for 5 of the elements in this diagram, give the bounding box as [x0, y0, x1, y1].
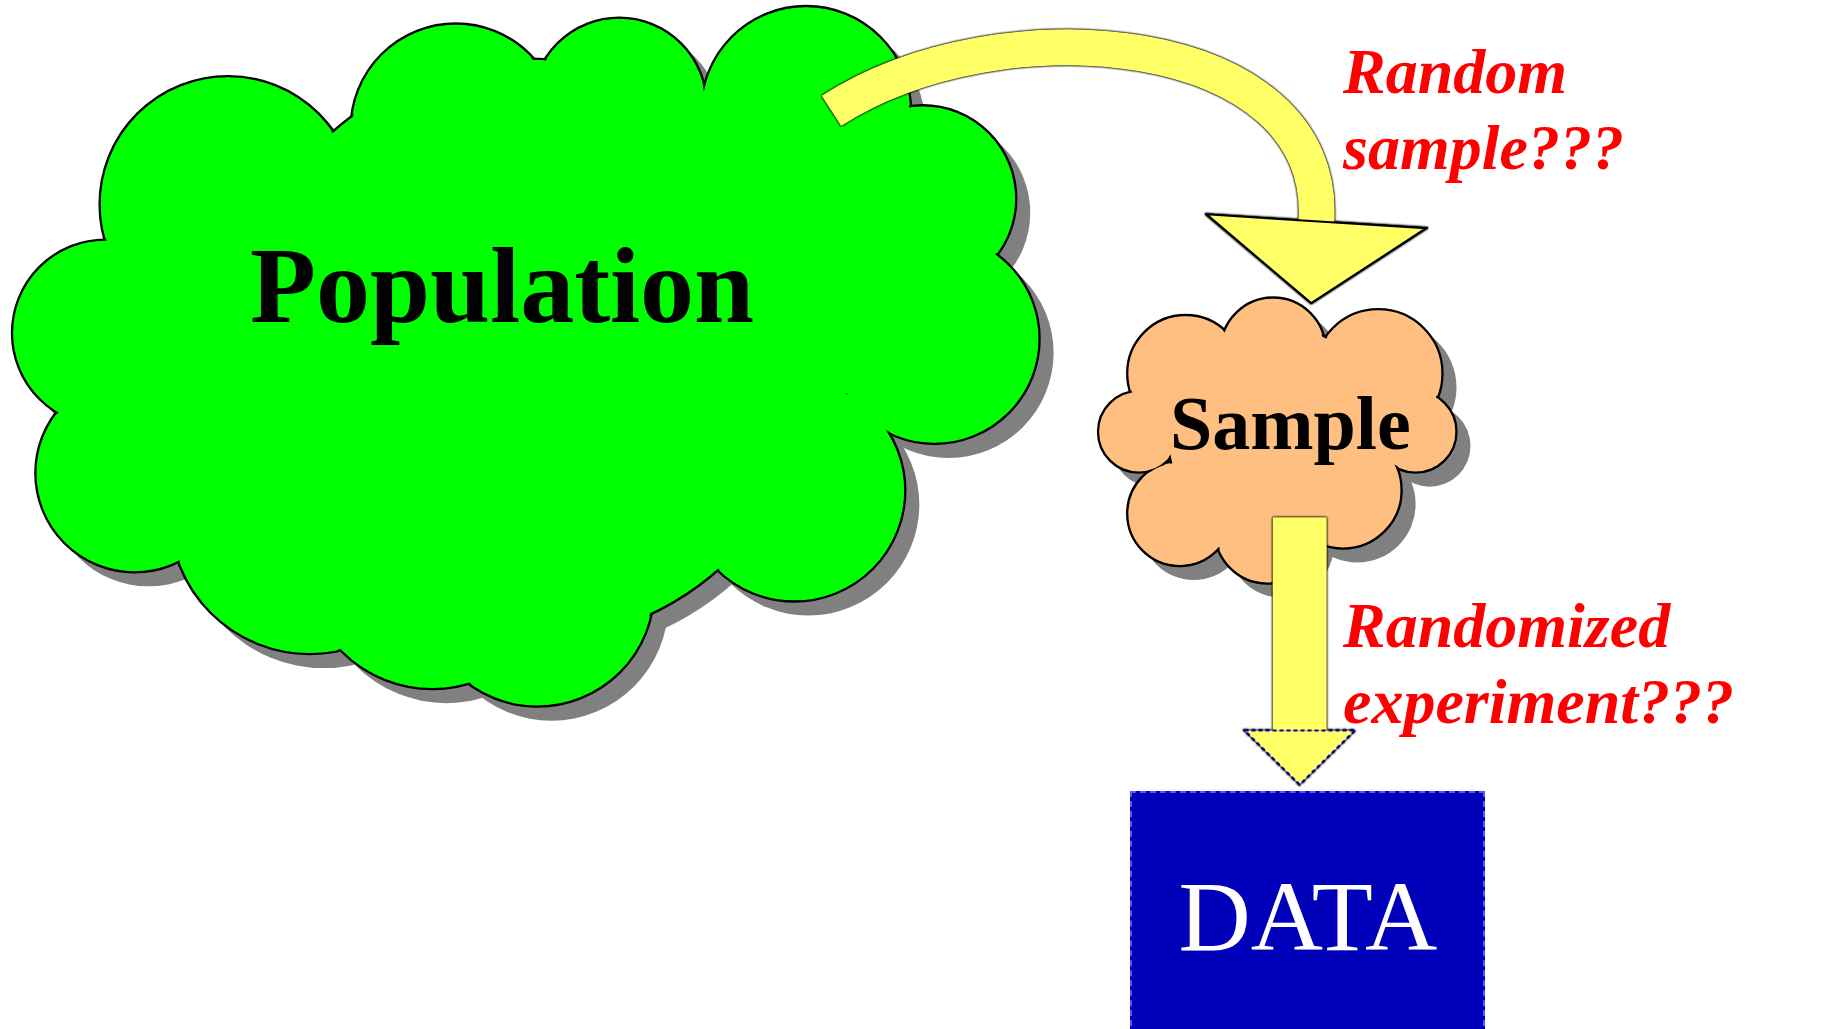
box-label: DATA: [1178, 866, 1438, 967]
block-arrow: [822, 29, 1427, 304]
annotation-text: Random sample???: [1343, 35, 1625, 185]
annotation-text: Randomized experiment???: [1343, 589, 1736, 739]
block-arrow: [1243, 517, 1356, 786]
